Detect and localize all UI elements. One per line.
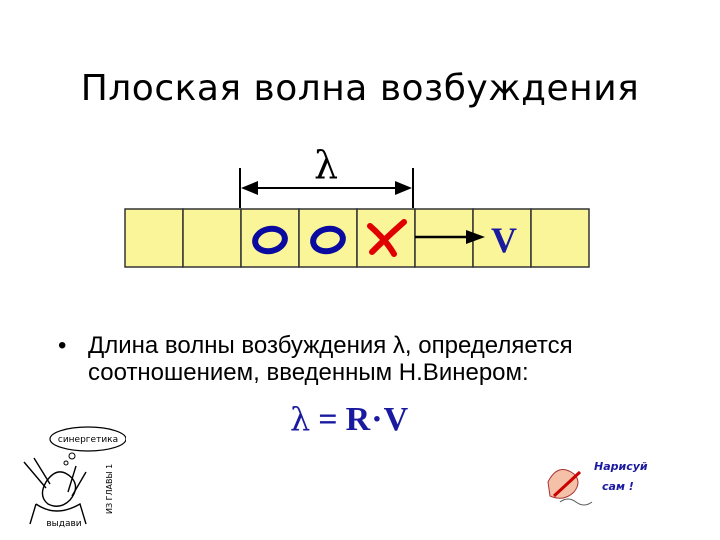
- bottom-caption: выдави: [46, 519, 81, 529]
- bubble-text: синергетика: [58, 435, 118, 445]
- cell-2: [182, 208, 242, 268]
- velocity-arrowhead: [466, 230, 485, 244]
- cell-4: [298, 208, 358, 268]
- wavelength-right-arrowhead: [395, 181, 412, 195]
- cell-8: [530, 208, 590, 268]
- formula-r: R: [345, 401, 371, 438]
- formula-dot: ·: [371, 401, 383, 438]
- scribble-icon: [559, 498, 593, 506]
- rest-state-mark: [310, 225, 346, 255]
- wavelength-left-arrowhead: [241, 181, 258, 195]
- pencil-icon: [552, 470, 582, 498]
- person-body: [29, 502, 87, 525]
- speech-bubble: [49, 426, 126, 452]
- side-caption: ИЗ ГЛАВЫ 1: [105, 464, 114, 514]
- formula-v: V: [383, 401, 409, 438]
- person-head: [41, 471, 77, 507]
- thinking-person-cartoon: синергетика ИЗ ГЛАВЫ 1 выдави: [23, 426, 126, 529]
- bullet-text: Длина волны возбуждения λ, определяется …: [88, 332, 573, 386]
- hand-icon: [547, 469, 579, 499]
- formula-equals: =: [318, 401, 338, 438]
- formula-lambda: λ: [290, 400, 311, 438]
- cell-1: [124, 208, 184, 268]
- logo-line-1: Нарисуй: [594, 460, 648, 473]
- wavelength-label: λ: [314, 143, 338, 187]
- rest-state-mark: [252, 225, 288, 255]
- excited-state-mark: [367, 219, 407, 257]
- cell-strip: [124, 208, 590, 268]
- person-arms: [23, 457, 87, 497]
- draw-yourself-logo: Нарисуй сам !: [547, 460, 648, 506]
- cell-3: [240, 208, 300, 268]
- logo-line-2: сам !: [602, 480, 634, 493]
- velocity-label: V: [491, 220, 517, 260]
- slide-title: Плоская волна возбуждения: [80, 68, 640, 109]
- bullet-marker: •: [58, 332, 67, 359]
- wavelength-formula: λ=R·V: [290, 400, 408, 439]
